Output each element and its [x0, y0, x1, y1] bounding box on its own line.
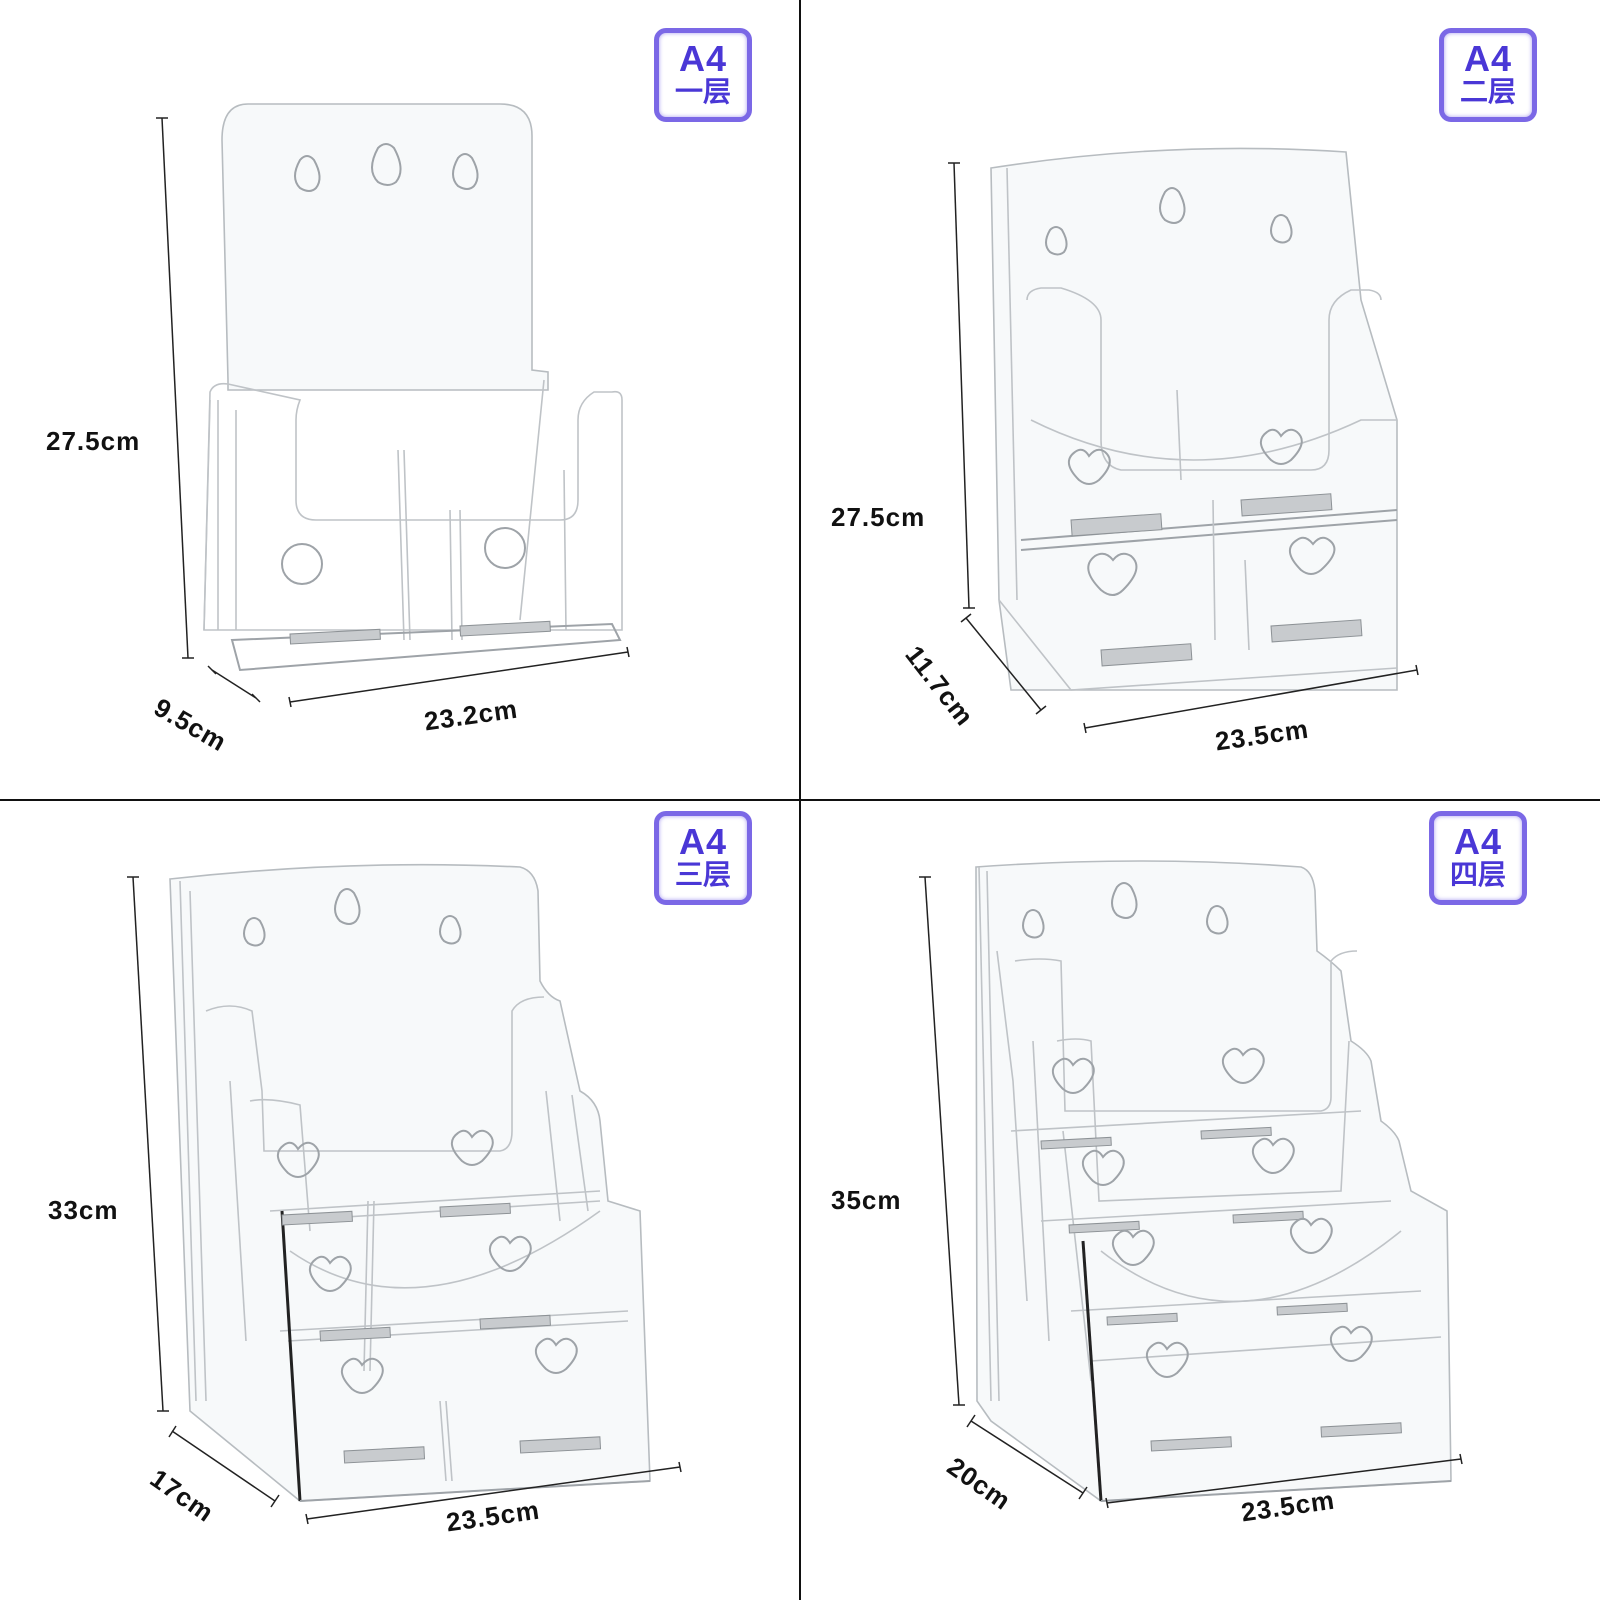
- brochure-holder-2-tier-image: [948, 147, 1419, 734]
- panel-two-tier: A4 二层 27.5cm 11.7cm 23.5cm: [801, 0, 1600, 799]
- brochure-holder-3-tier-image: [127, 863, 682, 1525]
- tier-label: 四层: [1449, 859, 1506, 890]
- paper-size-label: A4: [1453, 821, 1503, 862]
- height-label: 33cm: [48, 1195, 119, 1225]
- panel-three-tier: A4 三层 33cm 17cm 23.5cm: [0, 801, 799, 1600]
- horizontal-divider: [0, 799, 1600, 801]
- paper-size-label: A4: [678, 38, 728, 79]
- brochure-holder-4-tier-image: [919, 860, 1463, 1509]
- height-label: 27.5cm: [46, 426, 141, 456]
- tier-badge: A4 三层: [654, 811, 752, 905]
- tier-badge: A4 二层: [1439, 28, 1537, 122]
- tier-label: 一层: [674, 76, 731, 107]
- brochure-holder-1-tier-image: [156, 103, 630, 708]
- tier-badge: A4 一层: [654, 28, 752, 122]
- panel-one-tier: A4 一层 27.5cm 9.5cm 23.2cm: [0, 0, 799, 799]
- panel-four-tier: A4 四层 35cm 20cm 23.5cm: [801, 801, 1600, 1600]
- tier-label: 三层: [674, 859, 731, 890]
- height-label: 35cm: [831, 1185, 902, 1215]
- height-label: 27.5cm: [831, 502, 926, 532]
- tier-badge: A4 四层: [1429, 811, 1527, 905]
- paper-size-label: A4: [1463, 38, 1513, 79]
- tier-label: 二层: [1459, 76, 1516, 107]
- paper-size-label: A4: [678, 821, 728, 862]
